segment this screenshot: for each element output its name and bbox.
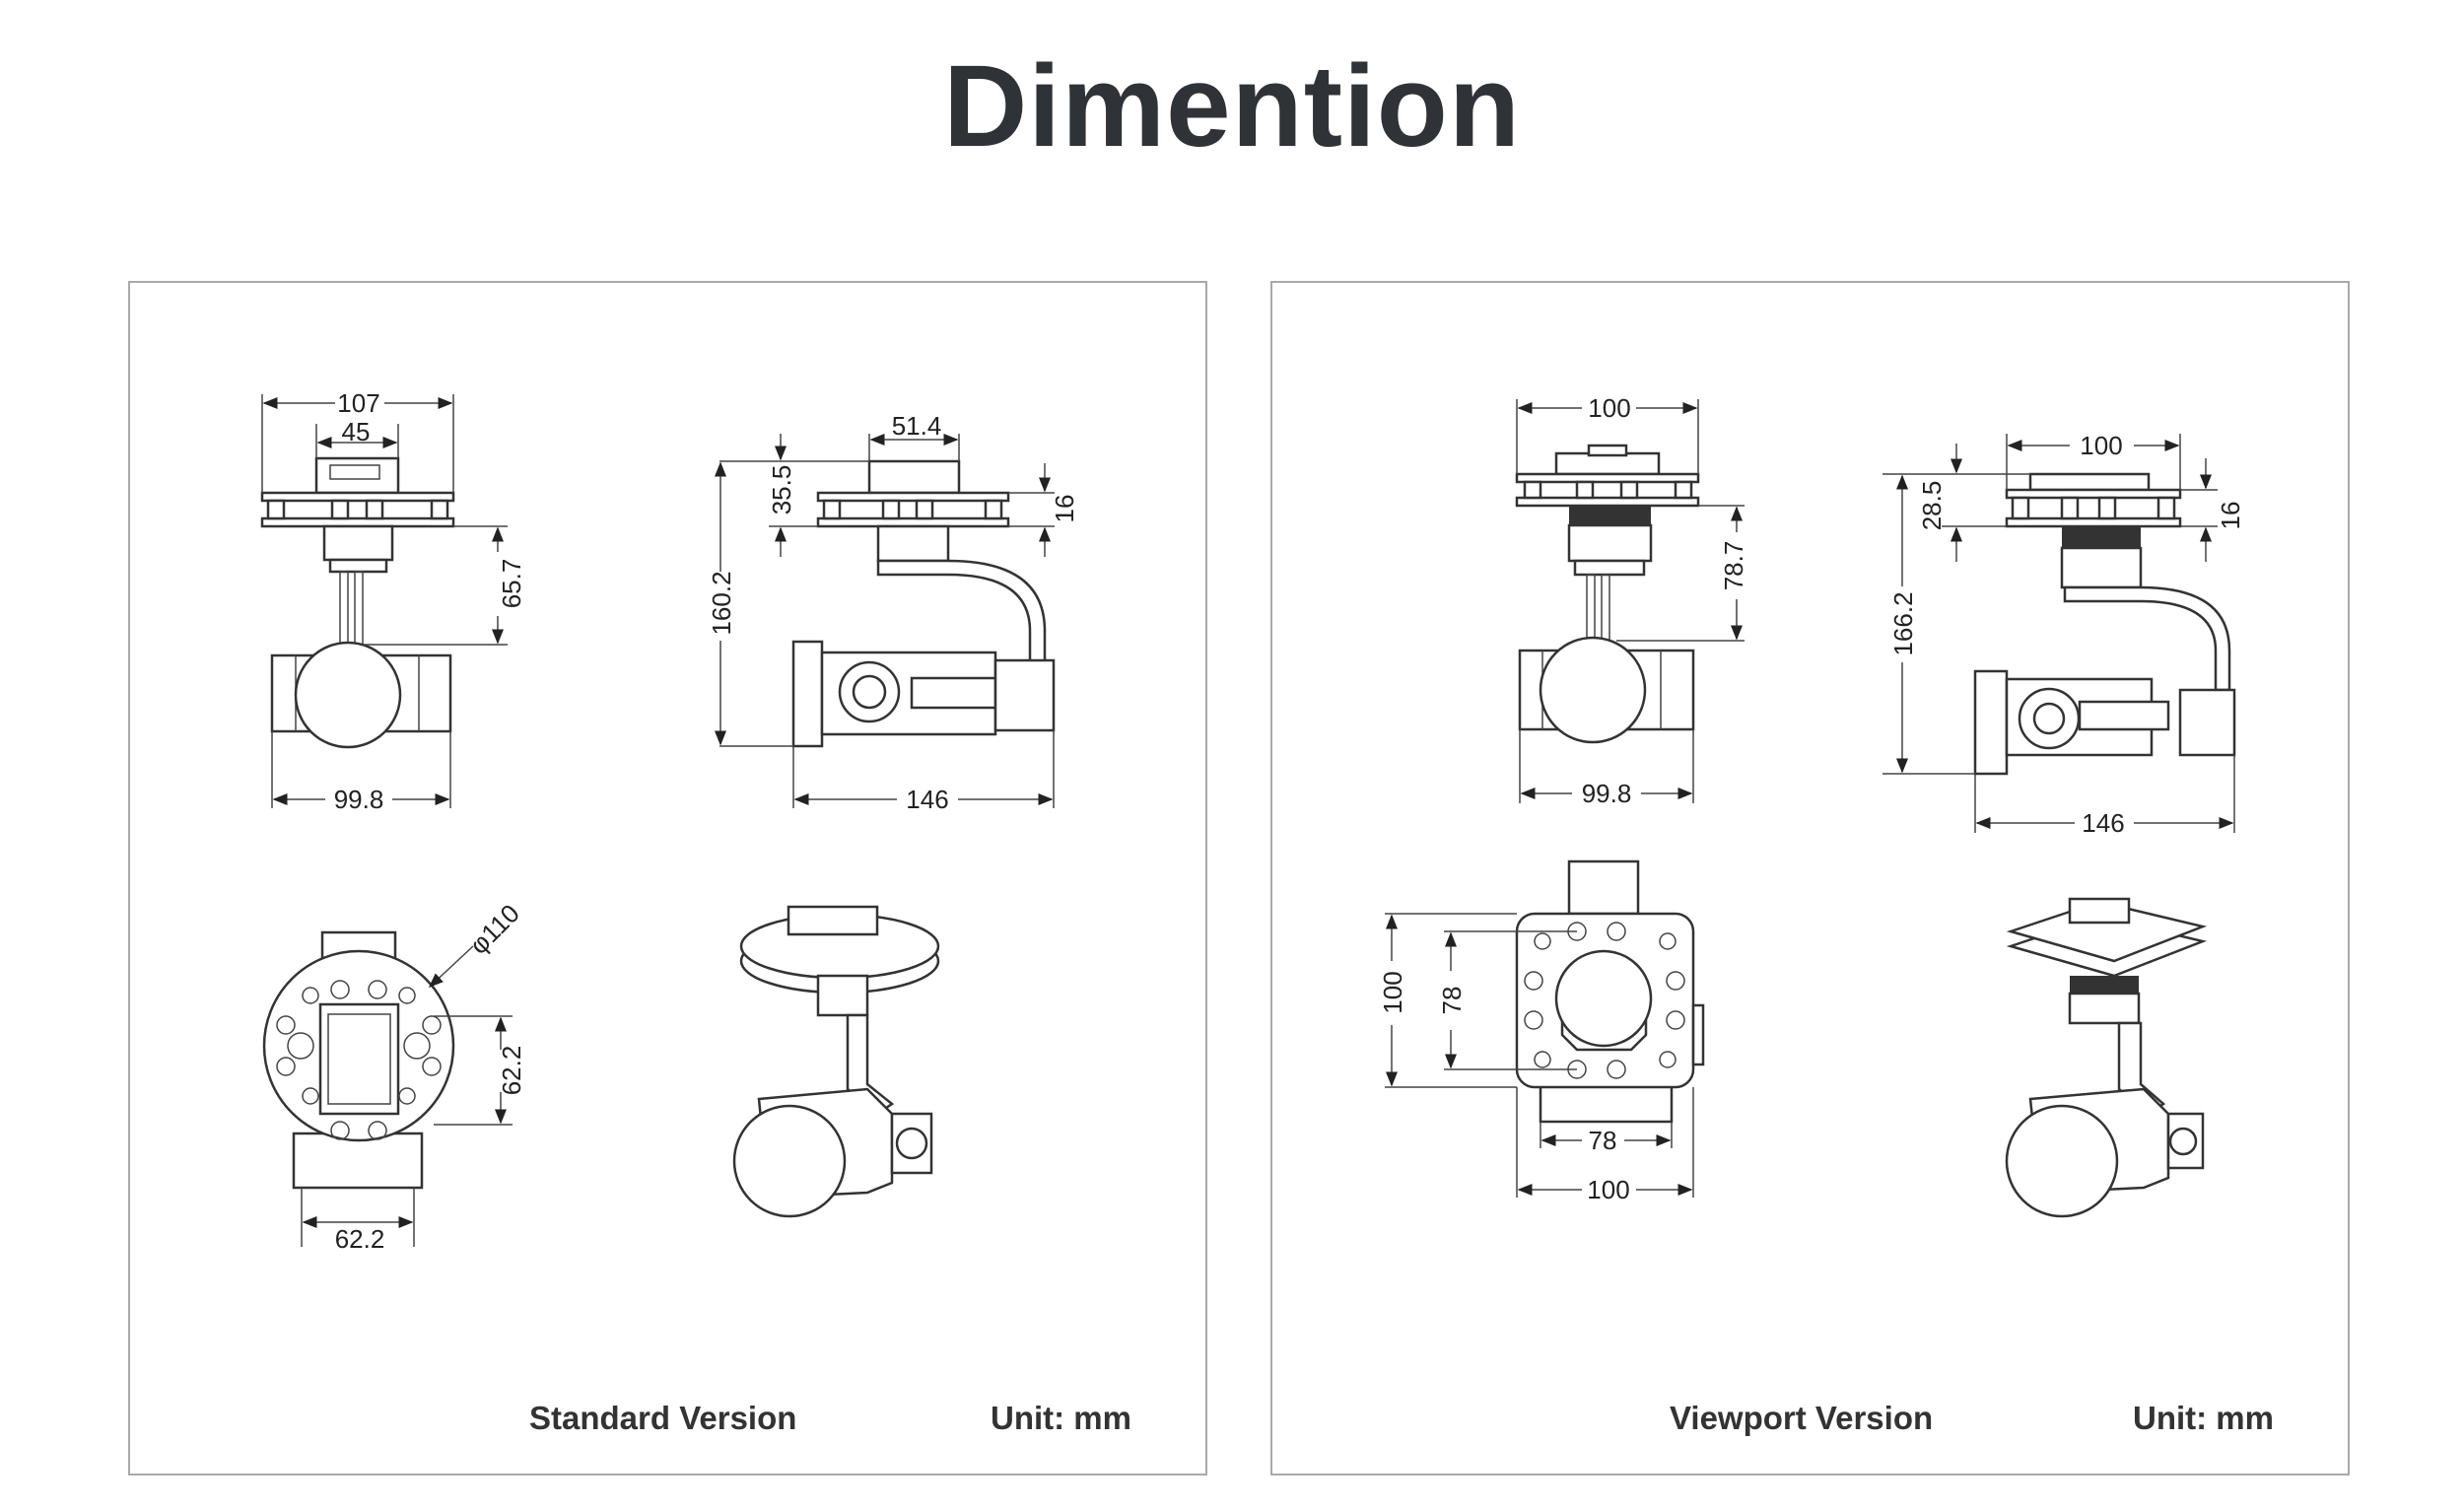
- dim-front-height-lower: 65.7: [497, 559, 526, 609]
- dim-vp-bottom-width-inner: 78: [1589, 1126, 1617, 1155]
- page-title: Dimention: [943, 41, 1521, 172]
- dim-side-height-plates: 16: [1050, 495, 1079, 523]
- standard-unit-label: Unit: mm: [991, 1400, 1131, 1436]
- dim-vp-side-height-total: 166.2: [1888, 591, 1918, 655]
- standard-version-panel: [128, 281, 1207, 1476]
- standard-side-view: [715, 434, 1056, 808]
- dim-front-width-camera: 99.8: [334, 785, 384, 814]
- dim-vp-bottom-height-inner: 78: [1437, 987, 1467, 1015]
- dim-bottom-width-mount: 62.2: [335, 1224, 385, 1254]
- dim-vp-bottom-width-total: 100: [1587, 1175, 1629, 1204]
- viewport-front-view: [1515, 399, 1745, 803]
- dim-vp-front-width-total: 100: [1588, 393, 1630, 423]
- viewport-unit-label: Unit: mm: [2133, 1400, 2274, 1436]
- dim-vp-side-height-top: 28.5: [1917, 481, 1947, 531]
- dim-vp-front-width-camera: 99.8: [1582, 779, 1632, 808]
- dim-vp-side-width-total: 146: [2082, 808, 2124, 838]
- viewport-isometric-view: [2005, 897, 2208, 1218]
- viewport-bottom-view: [1385, 859, 1705, 1198]
- standard-version-caption: Standard Version: [529, 1400, 797, 1436]
- dim-side-width-top: 51.4: [892, 411, 942, 441]
- viewport-version-panel: [1270, 281, 2350, 1476]
- viewport-side-view: [1882, 434, 2236, 833]
- dim-side-width-total: 146: [906, 785, 948, 814]
- dim-bottom-height-mount: 62.2: [497, 1046, 526, 1096]
- viewport-version-caption: Viewport Version: [1670, 1400, 1934, 1436]
- dim-vp-side-width-top: 100: [2080, 431, 2122, 460]
- dim-vp-front-height-lower: 78.7: [1719, 541, 1748, 591]
- dim-front-width-connector: 45: [342, 417, 371, 446]
- dim-side-height-total: 160.2: [707, 571, 736, 635]
- dim-vp-side-height-plates: 16: [2216, 502, 2245, 530]
- standard-front-view: [260, 394, 508, 808]
- dim-front-width-total: 107: [337, 388, 379, 418]
- dim-side-height-top: 35.5: [767, 465, 796, 515]
- dim-bottom-diameter: φ110: [463, 898, 524, 959]
- standard-bottom-view: [262, 930, 513, 1247]
- standard-isometric-view: [732, 905, 940, 1218]
- dim-vp-bottom-height-total: 100: [1378, 971, 1407, 1013]
